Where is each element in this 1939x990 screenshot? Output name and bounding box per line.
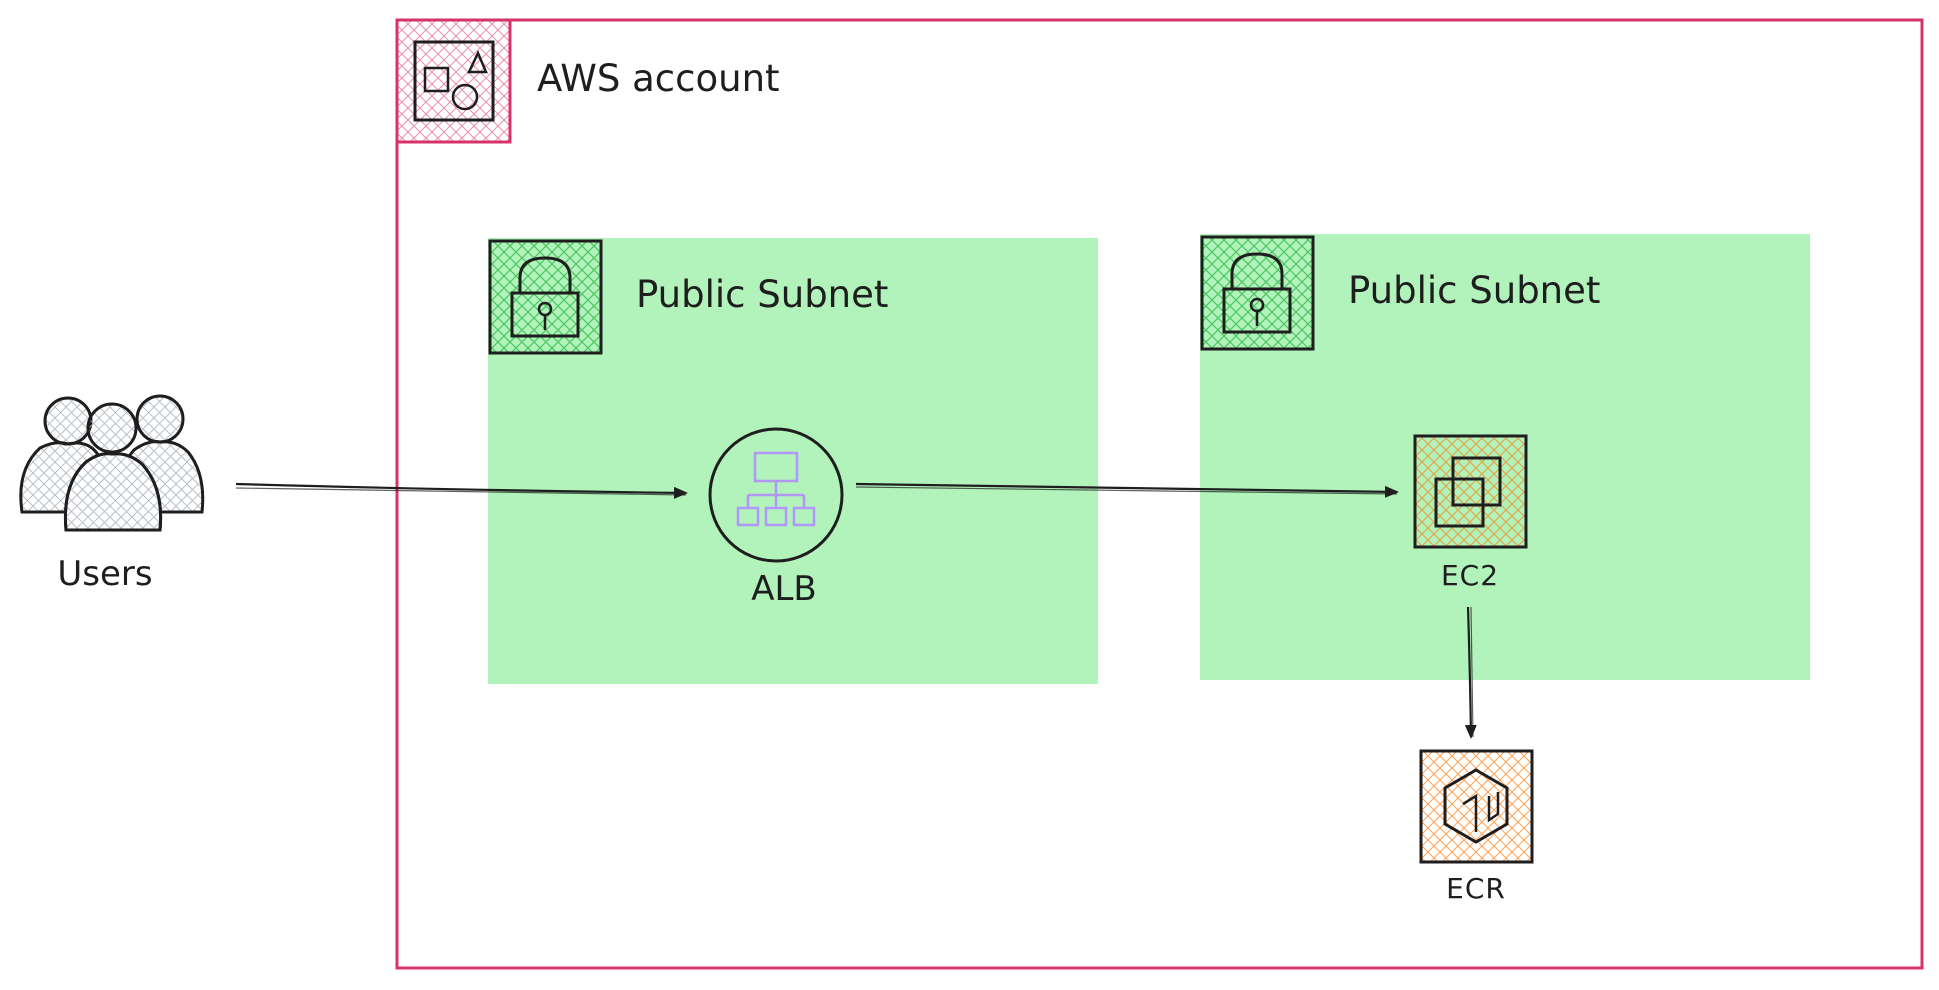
public-subnet-left[interactable]: Public Subnet	[488, 238, 1098, 684]
ec2-node[interactable]: EC2	[1413, 434, 1528, 592]
users-node[interactable]: Users	[19, 394, 205, 594]
aws-account-icon	[395, 18, 512, 144]
alb-node[interactable]: ALB	[708, 427, 844, 609]
arrow-ec2-to-ecr[interactable]	[1464, 606, 1477, 739]
arrow-users-to-alb[interactable]	[235, 482, 688, 499]
ec2-instance-icon	[1413, 434, 1528, 549]
ec2-label: EC2	[1441, 559, 1499, 592]
padlock-icon	[1200, 235, 1315, 351]
padlock-icon	[488, 239, 603, 355]
ecr-label: ECR	[1446, 872, 1506, 905]
alb-label: ALB	[751, 569, 817, 609]
users-label: Users	[57, 554, 152, 594]
users-icon	[19, 394, 205, 532]
arrow-alb-to-ec2[interactable]	[855, 482, 1399, 498]
aws-account-group[interactable]: AWS account	[395, 18, 1924, 970]
alb-circle	[708, 427, 844, 563]
aws-account-border	[395, 18, 1924, 970]
subnet-right-label: Public Subnet	[1348, 269, 1600, 312]
aws-account-label: AWS account	[537, 57, 780, 100]
ecr-node[interactable]: ECR	[1419, 749, 1534, 905]
container-registry-icon	[1419, 749, 1534, 864]
subnet-left-label: Public Subnet	[636, 273, 888, 316]
load-balancer-icon	[736, 451, 816, 527]
